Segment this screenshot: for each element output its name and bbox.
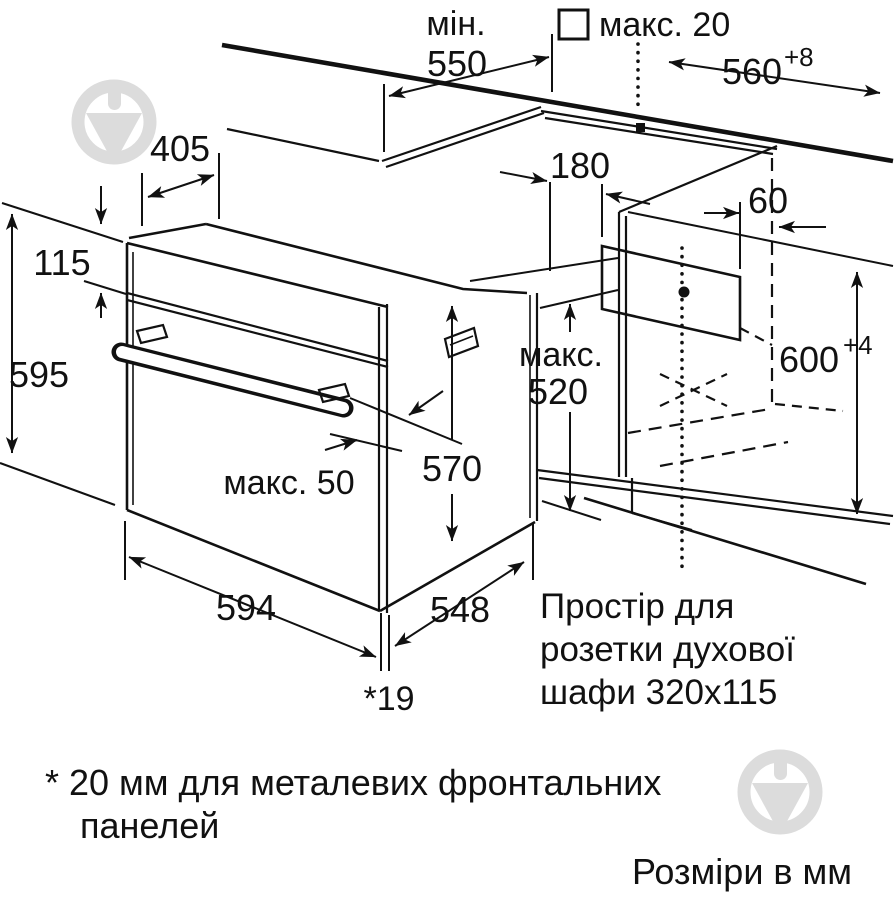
label-548: 548 [430,589,490,630]
oven-handle [111,323,354,418]
side-vent [443,326,480,359]
footnote-line2: панелей [80,805,219,846]
label-gap19: *19 [363,680,414,718]
label-570: 570 [422,448,482,489]
label-600: 600 [779,339,839,380]
square-symbol [557,8,590,41]
socket-note-line1: Простір для [540,587,734,626]
niche-cabinet-drawing [469,42,894,586]
label-594: 594 [216,587,276,628]
label-600-tol: +4 [843,330,873,360]
dimension-lines [0,8,894,671]
dimension-labels: мін. 550 макс. 20 560 +8 405 115 595 180… [9,5,873,718]
note-labels: Простір для розетки духової шафи 320x115… [45,587,852,892]
watermark-logo-bottom-right [737,749,823,835]
label-595: 595 [9,354,69,395]
label-180: 180 [550,145,610,186]
max-gap-marker [636,123,645,132]
label-560: 560 [722,51,782,92]
label-60: 60 [748,180,788,221]
countertop-lines [221,42,894,169]
label-maks: макс. [519,336,603,374]
label-max20: макс. 20 [599,6,730,44]
label-560-tol: +8 [784,42,814,72]
label-520: 520 [528,371,588,412]
label-405: 405 [150,128,210,169]
oven-drawing [111,222,539,613]
socket-space-hatch [600,244,742,342]
label-min: мін. [426,5,485,43]
label-550: 550 [427,43,487,84]
footnote-line1: * 20 мм для металевих фронтальних [45,762,661,803]
watermark-logo-top-left [71,79,157,165]
socket-point [678,286,690,298]
socket-note-line3: шафи 320x115 [540,673,777,712]
socket-note-line2: розетки духової [540,630,795,669]
label-115: 115 [33,242,90,283]
units-note: Розміри в мм [632,851,852,892]
label-max50: макс. 50 [223,464,354,502]
